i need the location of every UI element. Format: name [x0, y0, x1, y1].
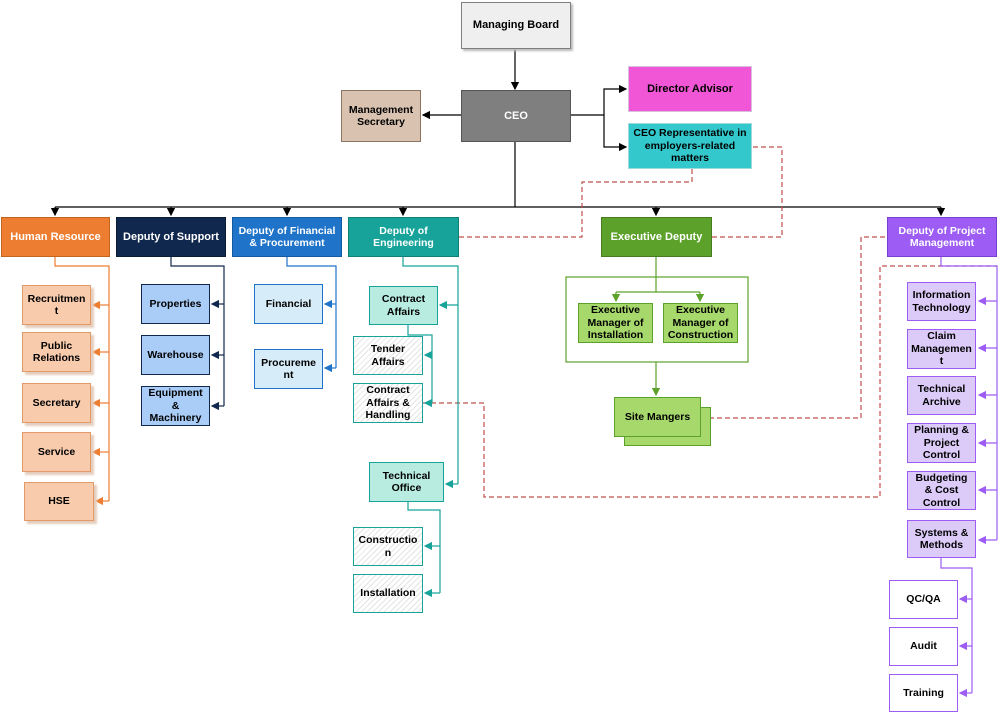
- unit-service: Service: [22, 432, 91, 472]
- deputy-project-management-box: Deputy of Project Management: [887, 217, 997, 257]
- unit-manager-installation: Executive Manager of Installation: [578, 303, 653, 343]
- unit-information-technology: Information Technology: [907, 282, 976, 321]
- unit-technical-archive: Technical Archive: [907, 376, 976, 415]
- director-advisor-box: Director Advisor: [628, 66, 752, 112]
- deputy-financial-box: Deputy of Financial & Procurement: [232, 217, 342, 257]
- unit-equipment-machinery: Equipment & Machinery: [141, 386, 210, 426]
- unit-installation: Installation: [353, 574, 423, 613]
- unit-properties: Properties: [141, 284, 210, 324]
- unit-financial: Financial: [254, 284, 323, 324]
- unit-qc-qa: QC/QA: [889, 580, 958, 619]
- ceo-box: CEO: [461, 90, 571, 142]
- unit-contract-affairs: Contract Affairs: [369, 286, 438, 325]
- unit-audit: Audit: [889, 627, 958, 666]
- unit-hse: HSE: [24, 482, 94, 521]
- unit-budgeting-cost-control: Budgeting & Cost Control: [907, 471, 976, 510]
- managing-board-box: Managing Board: [461, 2, 571, 49]
- unit-tender-affairs: Tender Affairs: [353, 336, 423, 375]
- unit-secretary: Secretary: [22, 383, 91, 423]
- unit-warehouse: Warehouse: [141, 335, 210, 375]
- unit-contract-affairs-handling: Contract Affairs & Handling: [353, 383, 423, 423]
- unit-site-managers: Site Mangers: [614, 397, 701, 437]
- unit-training: Training: [889, 674, 958, 712]
- unit-manager-construction: Executive Manager of Construction: [663, 303, 738, 343]
- unit-systems-methods: Systems & Methods: [907, 520, 976, 558]
- unit-technical-office: Technical Office: [369, 462, 444, 502]
- unit-planning-project-control: Planning & Project Control: [907, 423, 976, 463]
- executive-deputy-box: Executive Deputy: [601, 217, 712, 257]
- deputy-engineering-box: Deputy of Engineering: [348, 217, 459, 257]
- unit-public-relations: Public Relations: [22, 332, 91, 372]
- unit-claim-management: Claim Management: [907, 329, 976, 369]
- unit-procurement: Procurement: [254, 349, 323, 389]
- unit-construction: Construction: [353, 527, 423, 566]
- unit-recruitment: Recruitment: [22, 285, 91, 325]
- ceo-representative-box: CEO Representative in employers-related …: [628, 123, 752, 169]
- human-resource-box: Human Resource: [1, 217, 110, 257]
- management-secretary-box: Management Secretary: [341, 90, 421, 142]
- deputy-support-box: Deputy of Support: [116, 217, 226, 257]
